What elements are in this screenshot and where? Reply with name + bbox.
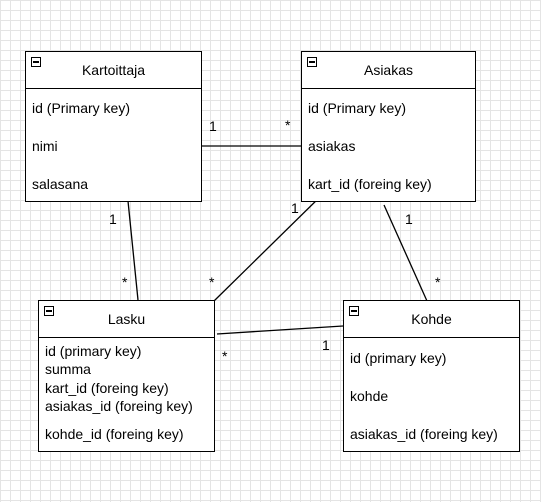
entity-header: Kohde [344, 301, 519, 338]
attribute: kart_id (foreing key) [308, 176, 432, 192]
multiplicity-label: * [435, 274, 441, 290]
entity-header: Lasku [39, 301, 214, 338]
collapse-icon[interactable] [307, 57, 317, 67]
multiplicity-label: * [285, 117, 291, 133]
entity-lasku[interactable]: Lasku id (primary key) summa kart_id (fo… [38, 300, 215, 452]
multiplicity-label: 1 [291, 200, 299, 216]
attribute: nimi [32, 138, 58, 154]
attribute: id (primary key) [45, 343, 142, 359]
entity-title: Kohde [411, 311, 452, 327]
collapse-icon[interactable] [349, 306, 359, 316]
attribute: id (Primary key) [32, 100, 131, 116]
attribute: asiakas_id (foreing key) [350, 426, 498, 442]
attribute: kohde [350, 388, 389, 404]
attribute: kart_id (foreing key) [45, 380, 169, 396]
entity-header: Asiakas [302, 52, 475, 89]
entity-kartoittaja[interactable]: Kartoittaja id (Primary key) nimi salasa… [25, 51, 202, 202]
edge-asiakas-lasku [213, 191, 326, 302]
attribute: kohde_id (foreing key) [45, 426, 184, 442]
edge-kartoittaja-lasku [127, 200, 139, 301]
collapse-icon[interactable] [31, 57, 41, 67]
attribute: summa [45, 361, 91, 377]
edge-kohde-lasku [216, 325, 344, 335]
attribute: asiakas [308, 138, 356, 154]
attribute: asiakas_id (foreing key) [45, 398, 193, 414]
entity-kohde[interactable]: Kohde id (primary key) kohde asiakas_id … [343, 300, 520, 452]
attribute: id (primary key) [350, 350, 447, 366]
multiplicity-label: 1 [322, 337, 330, 353]
multiplicity-label: * [122, 274, 128, 290]
entity-title: Lasku [107, 311, 146, 327]
entity-title: Kartoittaja [81, 62, 146, 78]
collapse-icon[interactable] [44, 306, 54, 316]
entity-header: Kartoittaja [26, 52, 201, 89]
multiplicity-label: * [209, 274, 215, 290]
attribute: salasana [32, 176, 89, 192]
entity-title: Asiakas [363, 62, 414, 78]
entity-asiakas[interactable]: Asiakas id (Primary key) asiakas kart_id… [301, 51, 476, 202]
multiplicity-label: 1 [405, 211, 413, 227]
attribute: id (Primary key) [308, 100, 407, 116]
multiplicity-label: 1 [209, 118, 217, 134]
multiplicity-label: 1 [109, 211, 117, 227]
edge-asiakas-kohde [383, 204, 428, 302]
multiplicity-label: * [222, 348, 228, 364]
